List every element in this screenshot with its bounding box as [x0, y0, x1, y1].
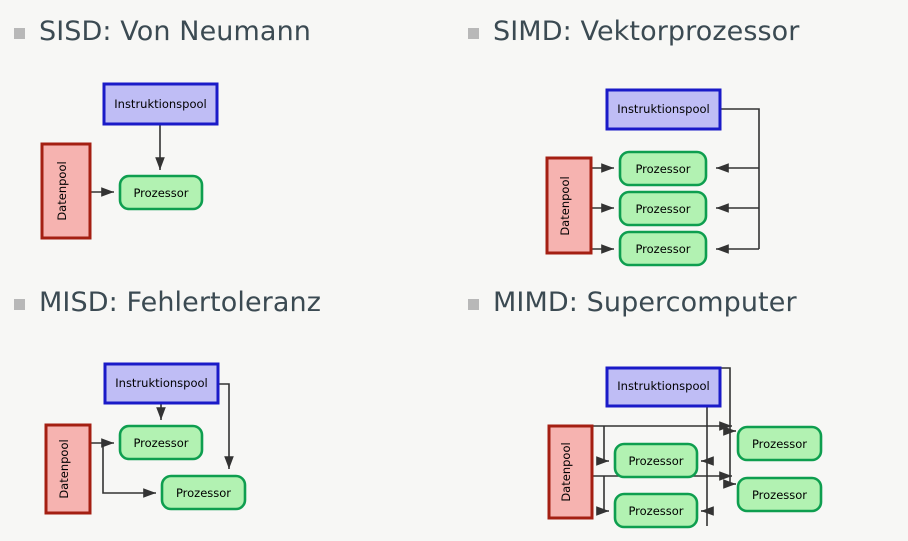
bullet-square-icon: [468, 299, 479, 310]
node-instruction-pool: Instruktionspool: [103, 362, 220, 405]
node-processor-label: Prozessor: [635, 202, 690, 216]
node-processor: Prozessor: [736, 425, 823, 462]
diagram-simd: Instruktionspool Datenpool Prozessor Pro…: [545, 88, 760, 267]
diagram-mimd: Instruktionspool Datenpool Prozessor Pro…: [547, 366, 823, 529]
connector-instruction-to-processor-2: [218, 383, 234, 469]
node-data-pool-label: Datenpool: [558, 176, 572, 235]
node-processor: Prozessor: [613, 492, 699, 529]
node-data-pool-label: Datenpool: [559, 442, 573, 501]
bullet-square-icon: [468, 28, 479, 39]
node-processor: Prozessor: [118, 424, 204, 461]
heading-misd-label: MISD: Fehlertoleranz: [39, 287, 322, 318]
quadrant-sisd: SISD: Von Neumann Instruktionspool Daten…: [0, 0, 454, 270]
diagram-misd: Instruktionspool Datenpool Prozessor Pro…: [44, 362, 247, 515]
node-processor-label: Prozessor: [133, 436, 188, 450]
bullet-square-icon: [14, 28, 25, 39]
node-data-pool: Datenpool: [545, 156, 593, 255]
quadrant-misd: MISD: Fehlertoleranz Instruktionspool Da…: [0, 271, 454, 541]
node-instruction-pool: Instruktionspool: [605, 88, 722, 131]
node-data-pool: Datenpool: [547, 424, 594, 520]
node-data-pool-label: Datenpool: [55, 161, 69, 220]
heading-sisd: SISD: Von Neumann: [14, 16, 311, 47]
connector-instruction-bus-right: [720, 367, 731, 484]
heading-mimd-label: MIMD: Supercomputer: [493, 287, 797, 318]
quadrant-simd: SIMD: Vektorprozessor Instruktionspool D…: [454, 0, 908, 270]
node-processor: Prozessor: [160, 474, 247, 511]
node-instruction-pool-label: Instruktionspool: [617, 379, 709, 393]
heading-misd: MISD: Fehlertoleranz: [14, 287, 321, 318]
connector-instruction-bus: [720, 108, 760, 249]
node-instruction-pool: Instruktionspool: [102, 82, 219, 126]
diagram-sisd: Instruktionspool Datenpool Prozessor: [40, 82, 219, 240]
node-instruction-pool-label: Instruktionspool: [115, 376, 207, 390]
node-data-pool: Datenpool: [44, 423, 92, 515]
heading-simd-label: SIMD: Vektorprozessor: [493, 16, 800, 47]
node-processor: Prozessor: [118, 174, 204, 211]
heading-simd: SIMD: Vektorprozessor: [468, 16, 800, 47]
node-processor-label: Prozessor: [628, 504, 683, 518]
node-processor: Prozessor: [613, 442, 699, 479]
node-instruction-pool-label: Instruktionspool: [617, 102, 709, 116]
quadrant-mimd: MIMD: Supercomputer Instruktionspool: [454, 271, 908, 541]
bullet-square-icon: [14, 299, 25, 310]
node-processor-label: Prozessor: [628, 454, 683, 468]
node-processor-label: Prozessor: [752, 437, 807, 451]
node-data-pool-label: Datenpool: [57, 439, 71, 498]
node-processor-label: Prozessor: [133, 186, 188, 200]
node-data-pool: Datenpool: [40, 142, 92, 240]
node-processor-label: Prozessor: [635, 242, 690, 256]
node-processor: Prozessor: [618, 190, 708, 227]
heading-mimd: MIMD: Supercomputer: [468, 287, 797, 318]
connector-datapool-to-processor-l1: [596, 426, 609, 466]
node-processor: Prozessor: [618, 230, 708, 267]
node-processor: Prozessor: [736, 476, 823, 513]
node-processor-label: Prozessor: [176, 486, 231, 500]
connector-datapool-to-processor-l2: [596, 476, 609, 516]
connector-datapool-to-processor-2: [102, 443, 156, 498]
node-instruction-pool: Instruktionspool: [605, 366, 722, 408]
node-processor: Prozessor: [618, 150, 708, 187]
node-instruction-pool-label: Instruktionspool: [114, 97, 206, 111]
heading-sisd-label: SISD: Von Neumann: [39, 16, 311, 47]
node-processor-label: Prozessor: [635, 162, 690, 176]
node-processor-label: Prozessor: [752, 488, 807, 502]
